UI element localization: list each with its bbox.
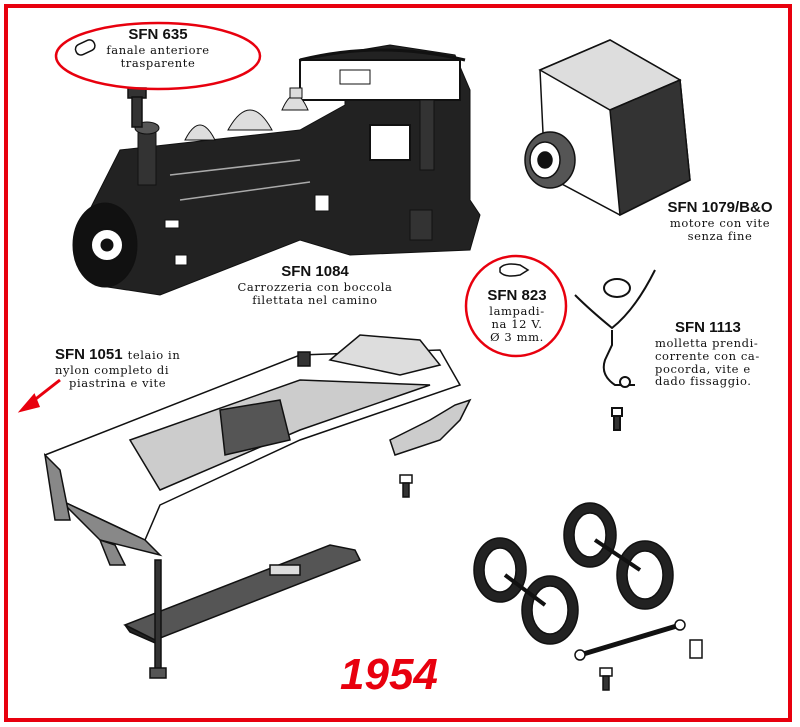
part-desc-line: corrente con ca- bbox=[655, 348, 760, 363]
part-desc-line: motore con vite bbox=[669, 215, 771, 230]
label-sfn-1084: SFN 1084 Carrozzeria con boccola filetta… bbox=[225, 263, 405, 307]
annotation-circle-sfn-635 bbox=[54, 21, 262, 91]
part-desc-line: molletta prendi- bbox=[655, 335, 759, 350]
part-code: SFN 1051 bbox=[55, 346, 123, 363]
part-code: SFN 1084 bbox=[281, 263, 349, 280]
part-desc-line: dado fissaggio. bbox=[655, 374, 752, 389]
label-sfn-823: SFN 823 lampadi- na 12 V. Ø 3 mm. bbox=[472, 287, 562, 344]
part-desc-line: lampadi- bbox=[489, 303, 545, 318]
motor-illustration bbox=[524, 39, 691, 217]
year-label: 1954 bbox=[340, 650, 438, 699]
part-code-row: SFN 1051 telaio in bbox=[55, 345, 255, 364]
part-desc-line: filettata nel camino bbox=[252, 292, 378, 307]
part-desc-inline: telaio in bbox=[127, 348, 181, 362]
pickup-spring-illustration bbox=[574, 269, 656, 431]
label-sfn-1079: SFN 1079/B&O motore con vite senza fine bbox=[650, 199, 790, 243]
contact-clip-illustration bbox=[389, 398, 472, 498]
part-desc-line: Carrozzeria con boccola bbox=[237, 279, 393, 294]
part-code: SFN 1113 bbox=[675, 319, 741, 336]
part-desc-line: Ø 3 mm. bbox=[490, 329, 544, 344]
part-code: SFN 635 bbox=[128, 26, 188, 43]
part-desc-line: trasparente bbox=[120, 55, 196, 70]
locomotive-body-illustration bbox=[72, 44, 481, 296]
part-desc-line: senza fine bbox=[687, 228, 753, 243]
label-sfn-1051: SFN 1051 telaio in nylon completo di pia… bbox=[55, 345, 255, 390]
annotation-arrow-icon bbox=[17, 378, 61, 413]
chassis-illustration bbox=[43, 334, 462, 566]
part-code: SFN 1079/B&O bbox=[667, 199, 773, 216]
base-plate-illustration bbox=[123, 544, 362, 679]
annotation-circle-sfn-823 bbox=[464, 254, 568, 358]
part-desc-line: na 12 V. bbox=[491, 316, 543, 331]
wheelsets-illustration bbox=[473, 502, 703, 691]
bulb-illustration bbox=[499, 263, 530, 277]
part-code: SFN 823 bbox=[487, 287, 547, 304]
label-sfn-1113: SFN 1113 molletta prendi- corrente con c… bbox=[655, 319, 780, 389]
part-desc-line: piastrina e vite bbox=[69, 375, 167, 390]
part-desc-line: fanale anteriore bbox=[106, 42, 210, 57]
part-desc-line: pocorda, vite e bbox=[655, 361, 751, 376]
front-light-lens-illustration bbox=[74, 39, 147, 128]
part-desc-line: nylon completo di bbox=[55, 362, 170, 377]
label-sfn-635: SFN 635 fanale anteriore trasparente bbox=[78, 26, 238, 70]
